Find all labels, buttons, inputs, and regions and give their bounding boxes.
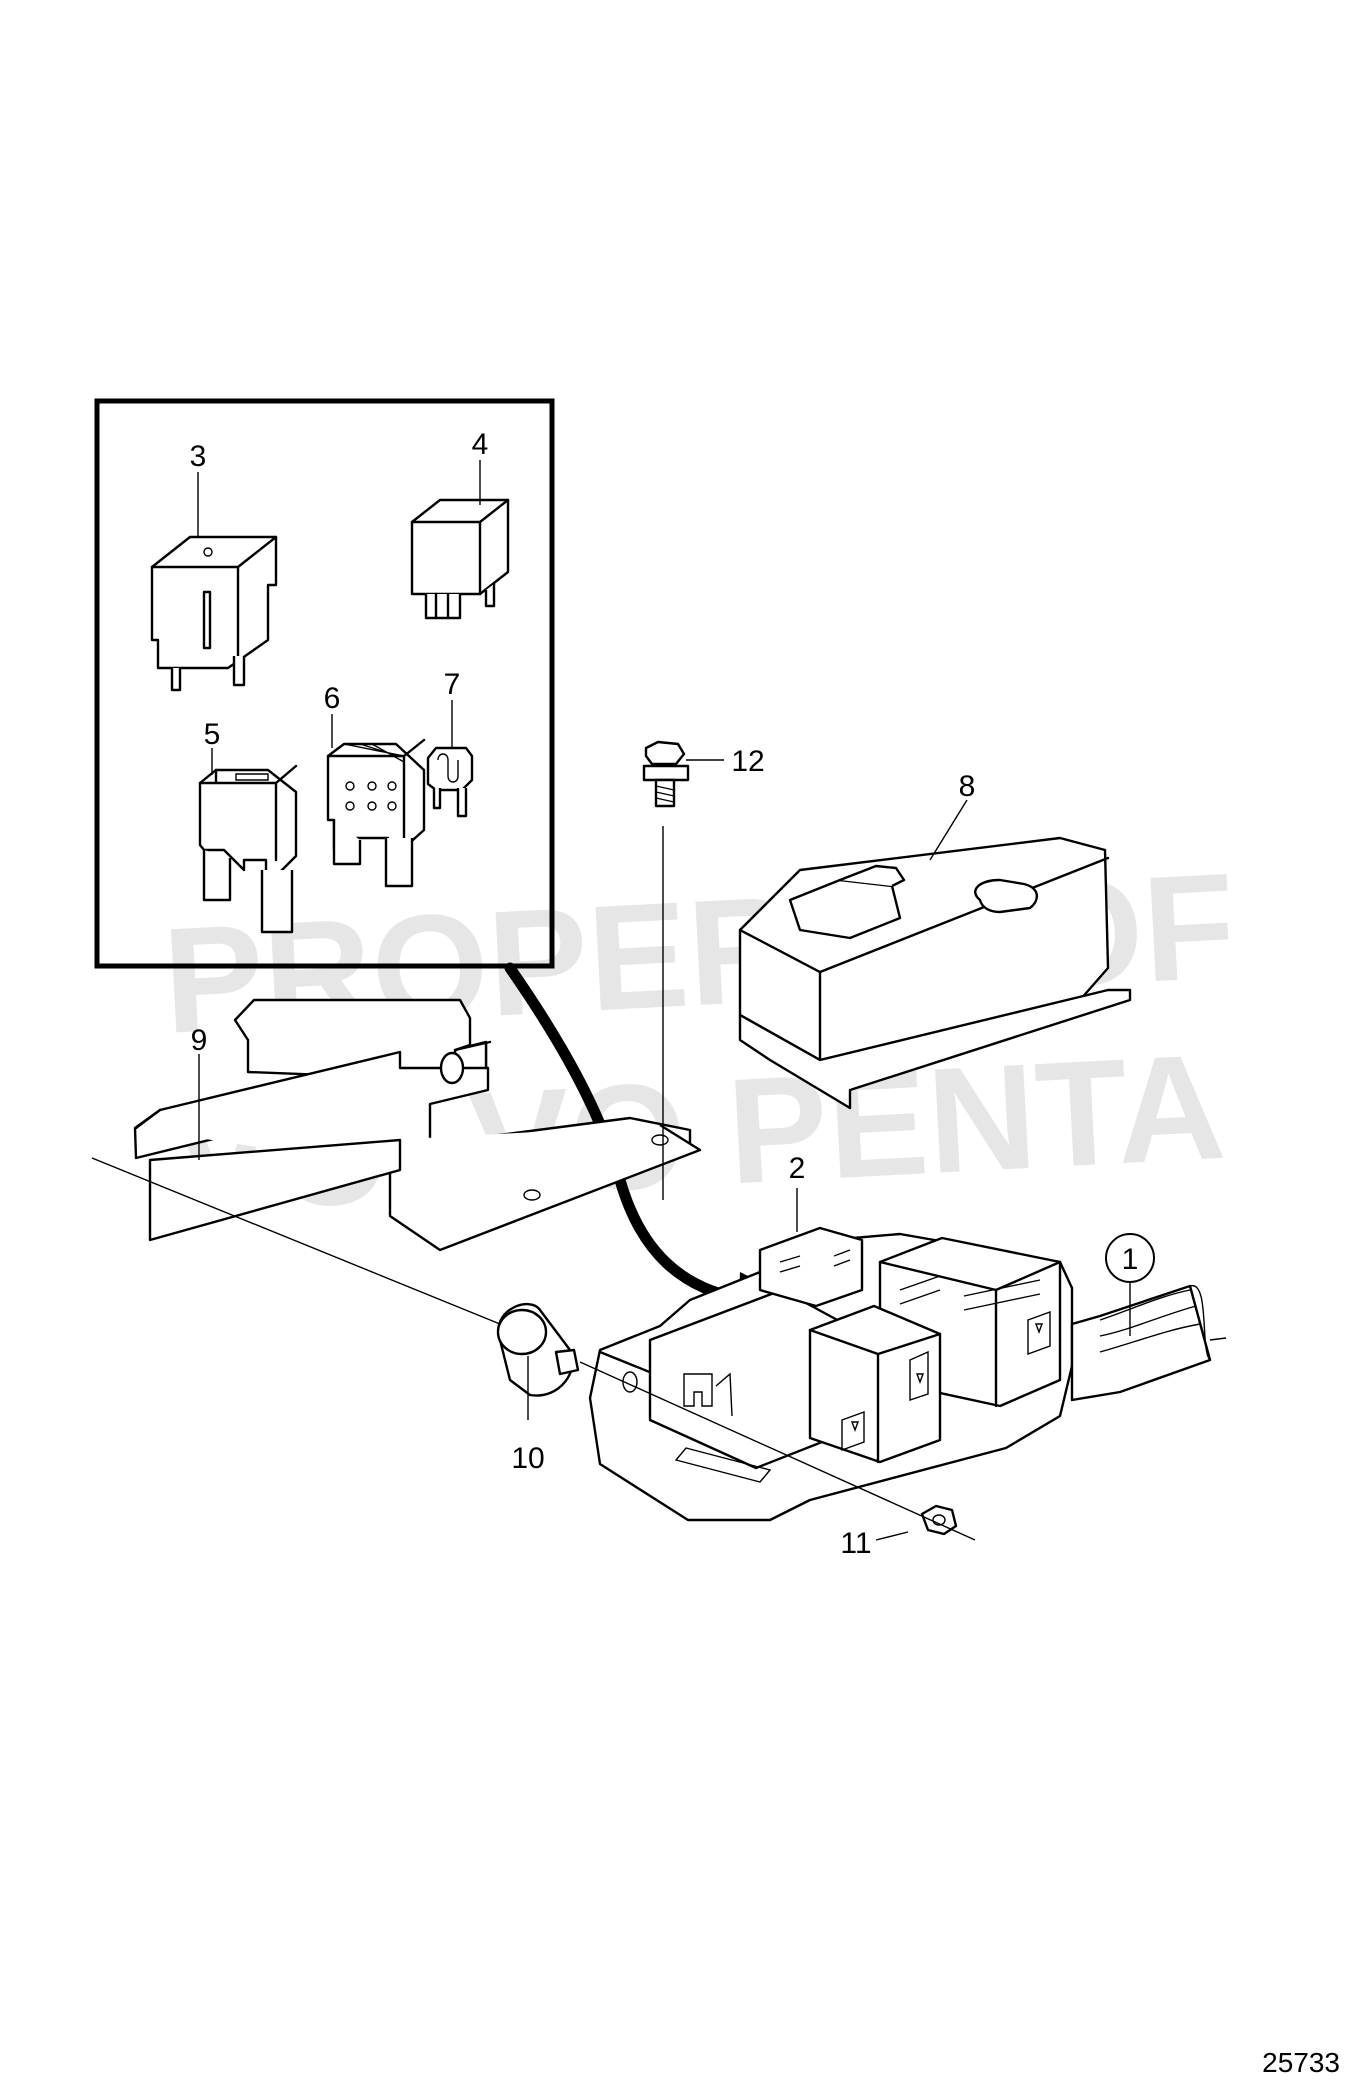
rubber-mount-part-10 <box>496 1302 580 1397</box>
callout-11: 11 <box>840 1527 871 1560</box>
relay-part-4 <box>410 498 510 620</box>
relay-part-3 <box>150 535 278 692</box>
cover-part-8 <box>738 836 1132 1110</box>
callout-5: 5 <box>204 718 221 751</box>
electrical-unit-part-2 <box>588 1226 1074 1522</box>
fuse-part-5 <box>198 764 298 934</box>
leader-11 <box>875 1531 909 1541</box>
leader-8 <box>929 799 968 861</box>
callout-9: 9 <box>191 1024 208 1057</box>
callout-2: 2 <box>789 1152 806 1185</box>
bolt-part-12 <box>642 740 690 808</box>
stud-axis-line <box>579 1361 976 1541</box>
callout-1: 1 <box>1122 1243 1139 1276</box>
callout-3: 3 <box>190 440 207 473</box>
callout-10: 10 <box>511 1442 544 1475</box>
drawing-number: 25733 <box>1262 2047 1340 2078</box>
callout-8: 8 <box>959 770 976 803</box>
callout-6: 6 <box>324 682 341 715</box>
callout-12: 12 <box>731 745 764 778</box>
fuse-part-6 <box>326 738 426 888</box>
bracket-part-9 <box>133 998 702 1252</box>
callout-7: 7 <box>444 668 461 701</box>
detail-inset-frame <box>94 398 555 969</box>
fuse-part-7 <box>426 746 474 818</box>
callout-4: 4 <box>472 428 489 461</box>
callout-1-circle <box>1105 1233 1155 1283</box>
mount-axis-line <box>91 1157 501 1325</box>
harness-part-1 <box>1070 1284 1227 1402</box>
